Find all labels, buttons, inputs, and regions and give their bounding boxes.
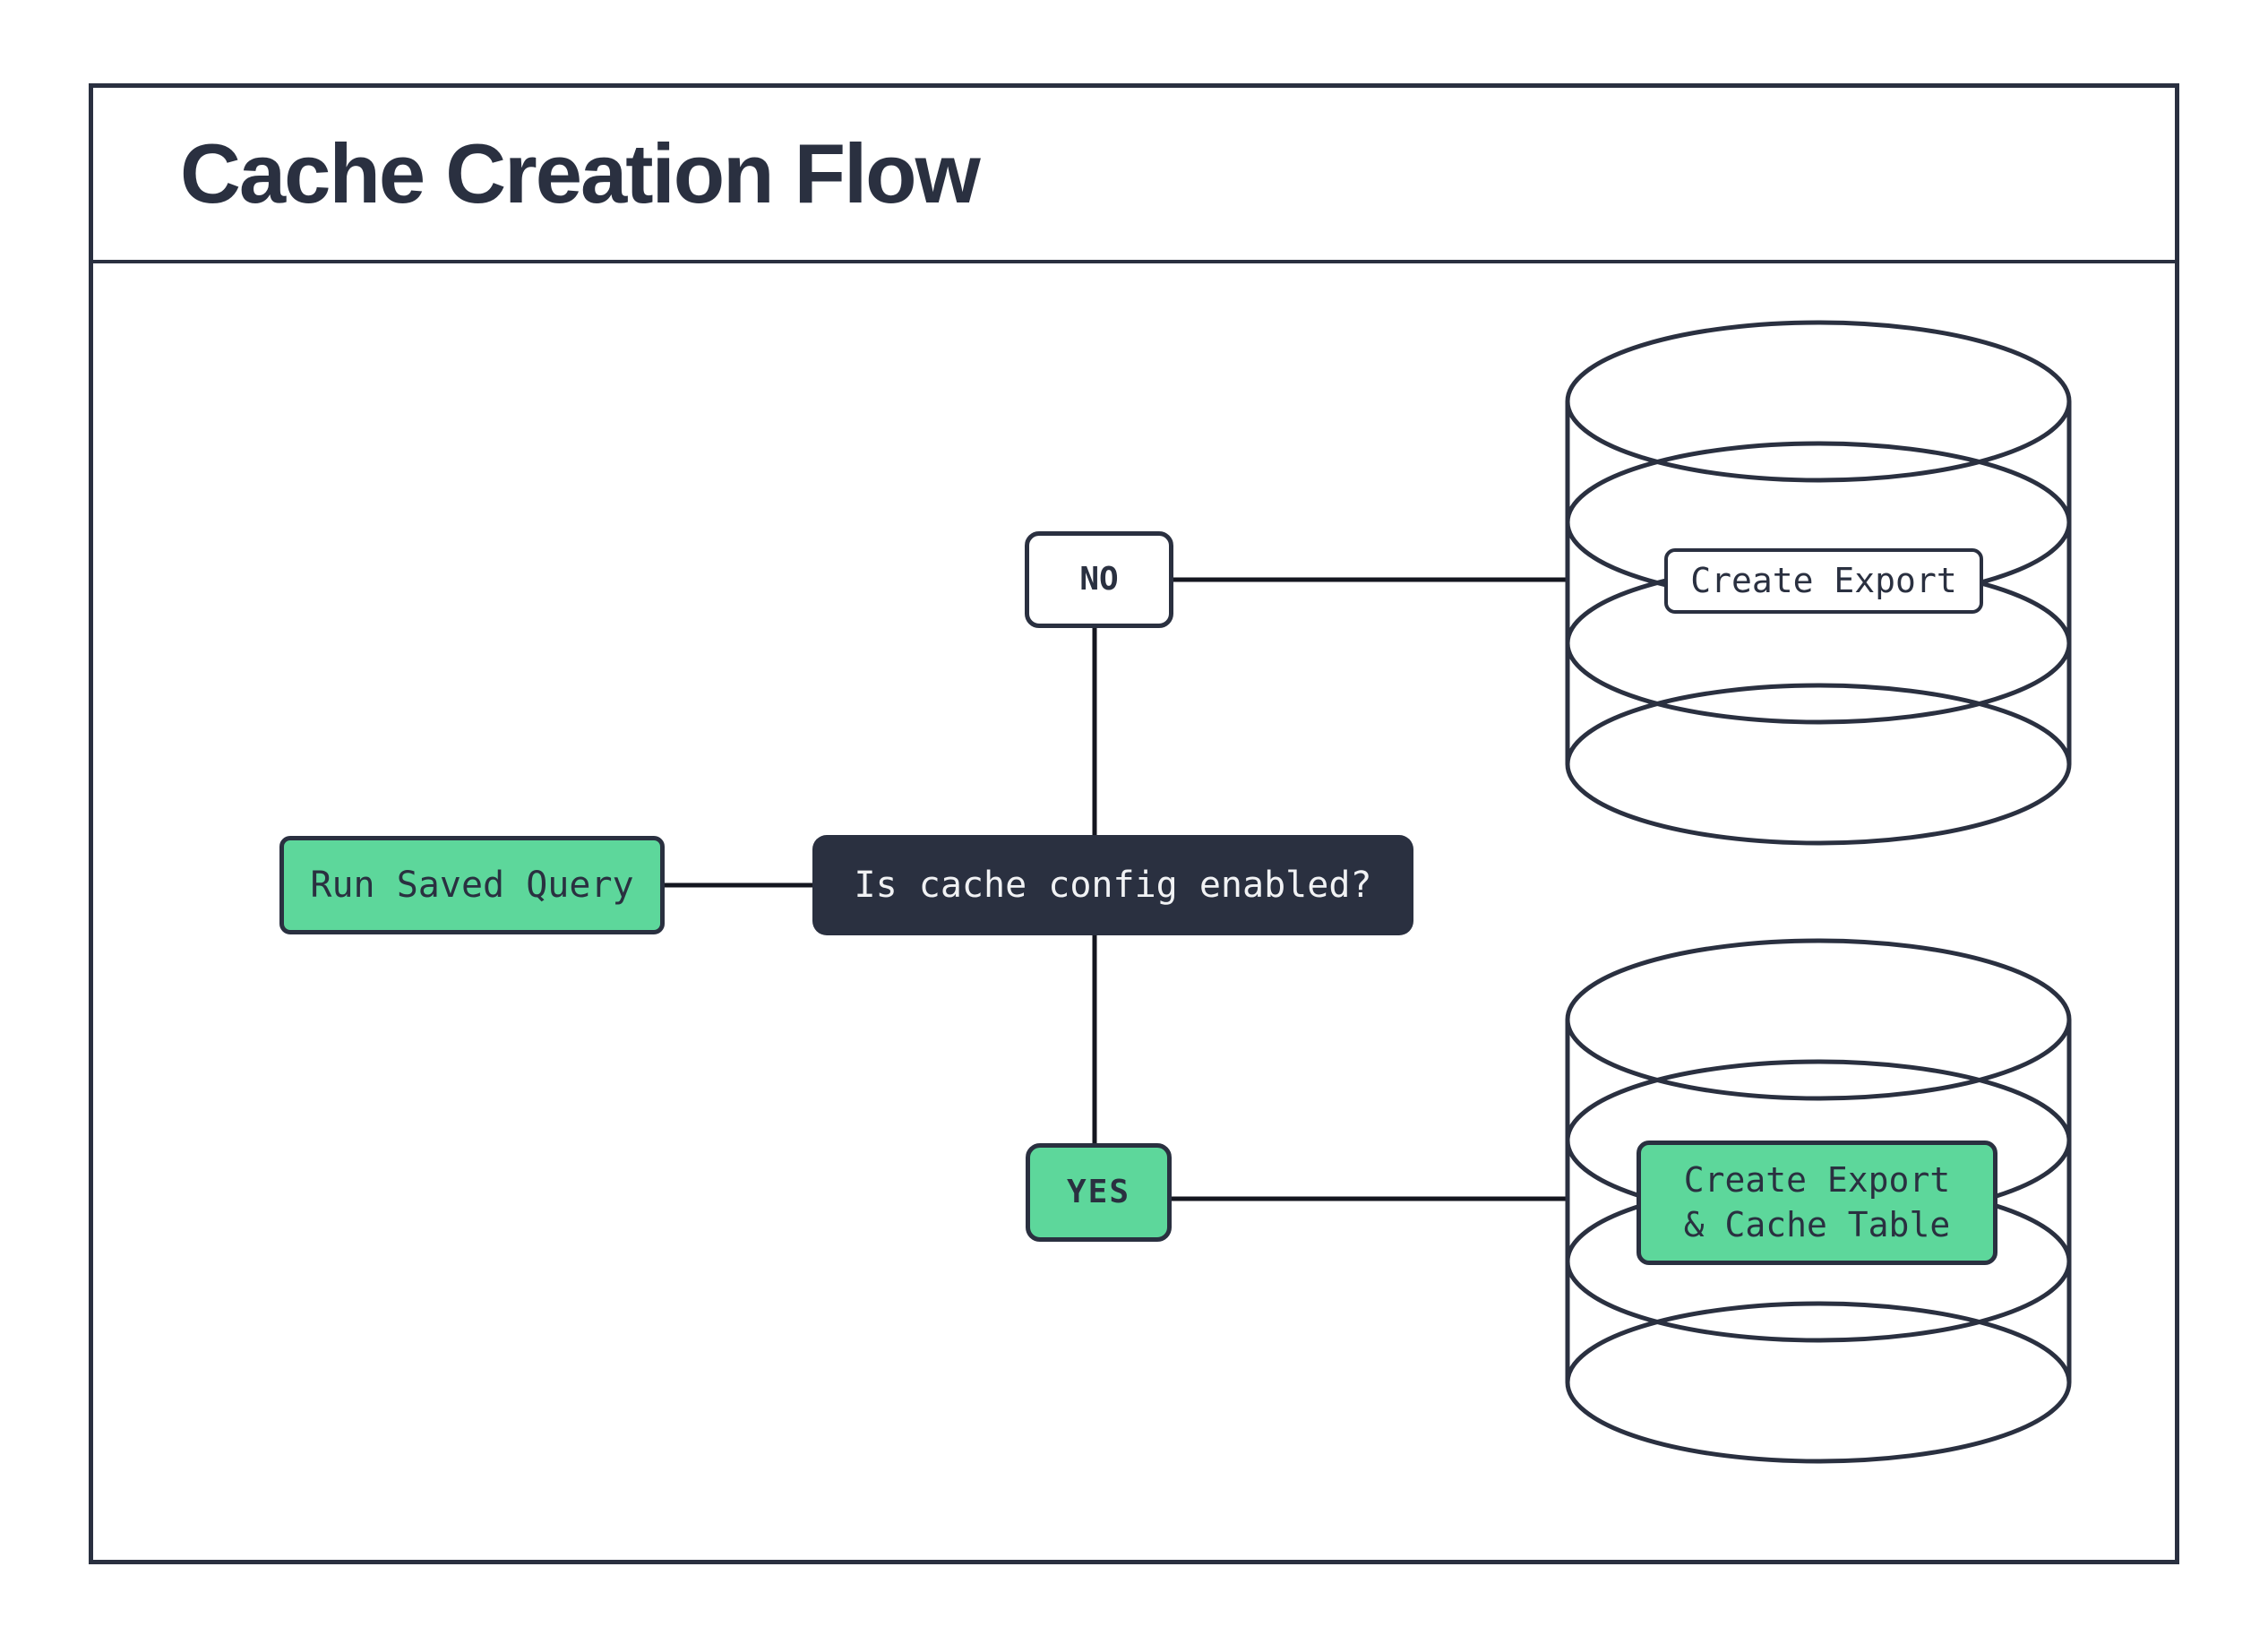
database-icon <box>1565 320 2072 846</box>
page-title: Cache Creation Flow <box>180 126 981 220</box>
diagram-frame: Cache Creation Flow <box>89 83 2179 1564</box>
branch-label-yes: YES <box>1026 1143 1172 1242</box>
diagram-header: Cache Creation Flow <box>93 88 2175 263</box>
node-run-saved-query: Run Saved Query <box>279 836 665 934</box>
branch-label-no: NO <box>1025 531 1173 628</box>
db-label-create-export-cache-table: Create Export & Cache Table <box>1637 1141 1997 1265</box>
node-cache-config-decision: Is cache config enabled? <box>812 835 1413 935</box>
db-label-create-export: Create Export <box>1664 548 1983 614</box>
database-icon <box>1565 938 2072 1464</box>
